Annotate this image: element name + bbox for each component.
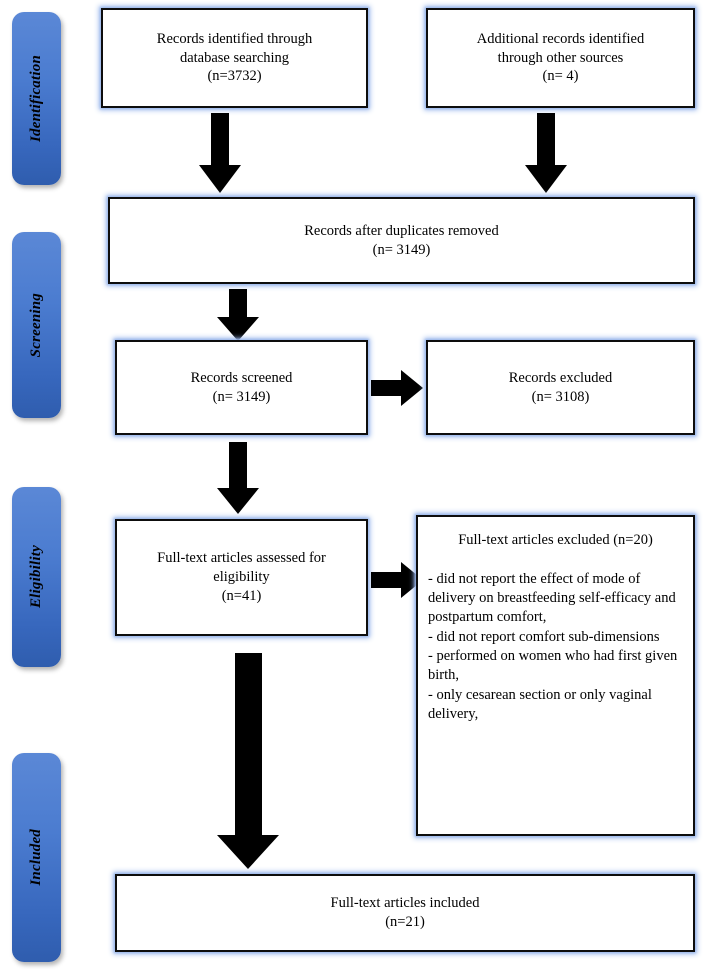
box-line-count: (n= 3108) <box>531 388 590 405</box>
box-line: Records identified through <box>156 30 313 47</box>
box-records-identified-database: Records identified through database sear… <box>101 8 368 108</box>
box-records-excluded-text: Records excluded (n= 3108) <box>428 369 693 407</box>
box-line-count: (n=41) <box>221 587 262 604</box>
box-additional-records-text: Additional records identified through ot… <box>428 30 693 87</box>
box-line: database searching <box>179 49 290 66</box>
box-additional-records-other-sources: Additional records identified through ot… <box>426 8 695 108</box>
box-full-text-assessed-text: Full-text articles assessed for eligibil… <box>117 549 366 606</box>
exclusion-reason: - performed on women who had first given… <box>428 647 678 684</box>
box-line-count: (n= 4) <box>542 68 579 85</box>
box-line: Records excluded <box>508 369 613 386</box>
exclusion-reason: - did not report comfort sub-dimensions <box>428 628 660 645</box>
box-line-count: (n=3732) <box>207 68 262 85</box>
box-full-text-included: Full-text articles included (n=21) <box>115 874 695 952</box>
box-line: Full-text articles assessed for <box>157 550 326 567</box>
box-line: Full-text articles excluded <box>458 532 610 548</box>
box-records-after-duplicates-removed: Records after duplicates removed (n= 314… <box>108 197 695 284</box>
stage-label-eligibility: Eligibility <box>28 545 44 609</box>
box-line-count: (n=20) <box>613 532 653 548</box>
stage-pill-included: Included <box>12 753 61 962</box>
box-line-count: (n=21) <box>385 914 425 930</box>
stage-label-included: Included <box>28 829 44 886</box>
box-full-text-excluded-heading: Full-text articles excluded (n=20) <box>418 531 693 550</box>
box-line: eligibility <box>213 569 270 586</box>
box-full-text-assessed: Full-text articles assessed for eligibil… <box>115 519 368 636</box>
box-line: Records screened <box>190 369 293 386</box>
exclusion-reason: - did not report the effect of mode of d… <box>428 570 676 626</box>
box-duplicates-removed-text: Records after duplicates removed (n= 314… <box>110 222 693 260</box>
stage-label-identification: Identification <box>28 55 44 142</box>
box-line: Full-text articles included <box>330 895 480 912</box>
stage-pill-eligibility: Eligibility <box>12 487 61 667</box>
arrow-duplicates-to-screened <box>217 289 259 341</box>
arrow-screened-to-fulltext <box>217 442 259 514</box>
box-full-text-excluded-reasons: - did not report the effect of mode of d… <box>418 570 693 724</box>
exclusion-reason: - only cesarean section or only vaginal … <box>428 686 652 722</box>
box-line: Additional records identified <box>476 30 645 47</box>
arrow-fulltext-to-included <box>217 653 279 869</box>
box-records-screened-text: Records screened (n= 3149) <box>117 369 366 407</box>
arrow-screened-to-excluded <box>371 370 423 406</box>
box-line-count: (n= 3149) <box>372 241 431 258</box>
box-full-text-excluded: Full-text articles excluded (n=20) - did… <box>416 515 695 836</box>
box-records-excluded: Records excluded (n= 3108) <box>426 340 695 435</box>
stage-label-screening: Screening <box>28 292 44 358</box>
box-line: through other sources <box>497 49 624 66</box>
stage-pill-identification: Identification <box>12 12 61 185</box>
arrow-db-search-to-duplicates <box>199 113 241 193</box>
box-full-text-included-text: Full-text articles included (n=21) <box>117 894 693 932</box>
stage-pill-screening: Screening <box>12 232 61 418</box>
arrow-fulltext-to-excluded <box>371 562 423 598</box>
box-records-identified-database-text: Records identified through database sear… <box>103 30 366 87</box>
box-line: Records after duplicates removed <box>304 222 499 239</box>
box-line-count: (n= 3149) <box>212 388 271 405</box>
arrow-other-sources-to-duplicates <box>525 113 567 193</box>
box-records-screened: Records screened (n= 3149) <box>115 340 368 435</box>
